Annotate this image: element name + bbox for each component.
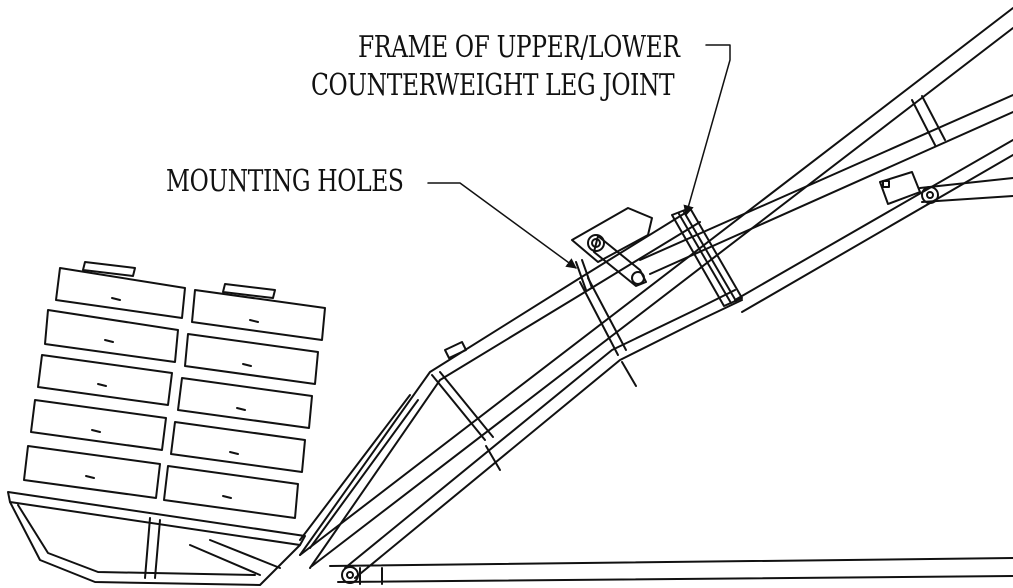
mounting-holes-callout: MOUNTING HOLES [166, 164, 404, 199]
mounting-plate [571, 207, 653, 291]
upper-leg-rails [299, 7, 1013, 567]
right-brace [879, 171, 1013, 205]
frame-joint-callout-line2: COUNTERWEIGHT LEG JOINT [311, 68, 675, 103]
lower-leg-frame [299, 95, 946, 579]
counterweight-stack-right [163, 283, 326, 519]
frame-joint-leader [683, 44, 731, 217]
frame-joint-callout-line1: FRAME OF UPPER/LOWER [358, 30, 680, 65]
small-bracket [444, 341, 467, 359]
counterweight-tray [7, 491, 306, 586]
mounting-holes-leader [427, 182, 577, 269]
callout-leaders [427, 44, 731, 269]
base-rail [329, 557, 1013, 585]
counterweight-stack-left [23, 261, 186, 499]
